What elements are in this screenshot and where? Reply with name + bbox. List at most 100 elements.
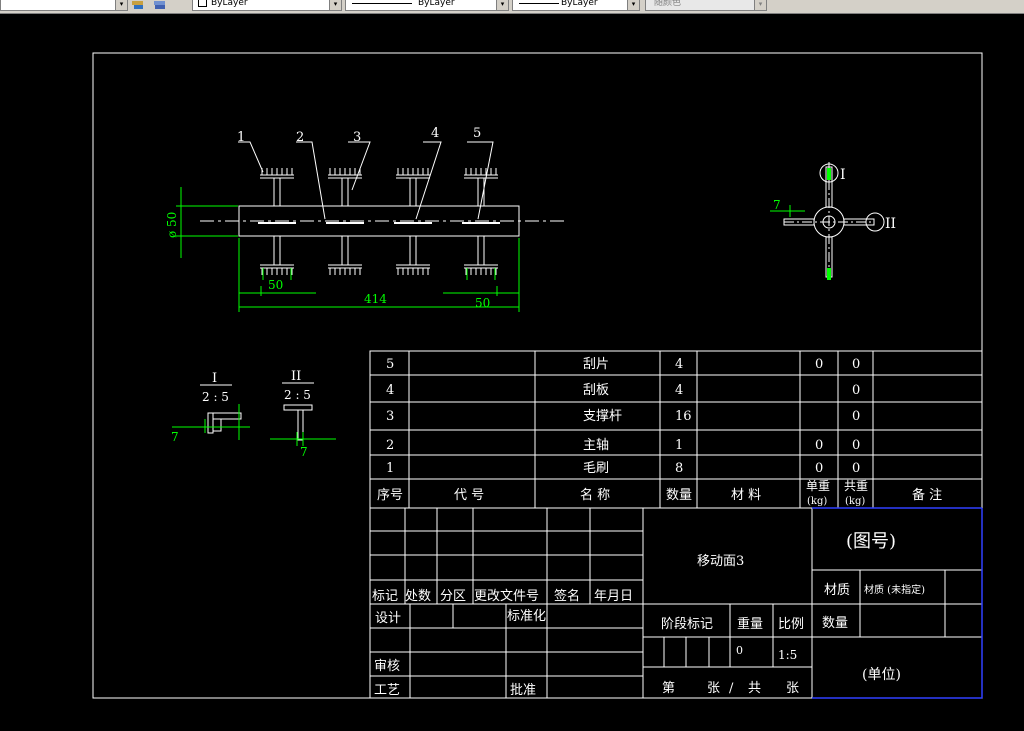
weight-value: 0 <box>736 644 743 657</box>
color-value: ByLayer <box>211 0 248 8</box>
bom-cell-qty: 4 <box>675 383 683 398</box>
chevron-down-icon[interactable]: ▾ <box>627 0 639 10</box>
scale-label: 比例 <box>778 617 804 632</box>
previous-dropdown[interactable]: ▾ <box>0 0 128 11</box>
chevron-down-icon[interactable]: ▾ <box>329 0 341 10</box>
bom-cell-unit-w: 0 <box>815 461 823 476</box>
bom-cell-qty: 1 <box>675 438 683 453</box>
sheet-text-5: 张 <box>786 681 799 696</box>
brush-assembly <box>396 168 430 275</box>
detail-view-I: I 2 : 5 7 <box>171 371 250 444</box>
model-space-canvas[interactable]: 1 2 3 4 5 ø 50 50 414 50 I <box>0 13 1024 731</box>
process-label: 工艺 <box>374 683 400 698</box>
dim-50-left: 50 <box>268 278 283 292</box>
bom-cell-unit-w: 0 <box>815 438 823 453</box>
detail-I-title: I <box>212 371 217 386</box>
scale-value: 1:5 <box>778 648 797 662</box>
sheet-text-1: 第 <box>662 681 675 696</box>
chevron-down-icon[interactable]: ▾ <box>496 0 508 10</box>
rev-date: 年月日 <box>594 589 633 604</box>
bom-cell-total-w: 0 <box>852 438 860 453</box>
properties-toolbar: ▾ ByLayer ▾ ByLayer ▾ ByLayer ▾ 随颜色 ▾ <box>0 0 1024 14</box>
bom-cell-no: 4 <box>386 383 394 398</box>
leader-lines <box>238 141 494 220</box>
detail-II-dim: 7 <box>300 445 308 459</box>
dim-7-endview: 7 <box>773 198 781 212</box>
bom-cell-no: 2 <box>386 438 394 453</box>
bom-cell-name: 毛刷 <box>583 461 609 476</box>
brush-highlight <box>262 268 496 280</box>
bom-cell-no: 5 <box>386 357 394 372</box>
plotstyle-value: 随颜色 <box>654 0 682 8</box>
hdr-name: 名 称 <box>580 487 610 503</box>
dim-50-right: 50 <box>475 296 490 310</box>
bom-cell-total-w: 0 <box>852 461 860 476</box>
unit-label: (单位) <box>862 667 901 683</box>
brush-assembly <box>260 168 294 275</box>
section-mark-I: I <box>840 167 846 183</box>
bom-cell-name: 支撑杆 <box>583 409 622 424</box>
bom-cell-no: 3 <box>386 409 394 424</box>
hdr-unit-weight: 单重 <box>806 479 830 493</box>
bom-row: 3 支撑杆 16 0 <box>386 409 860 424</box>
end-view <box>770 162 885 282</box>
part-label-4: 4 <box>431 126 439 141</box>
hdr-total-weight-unit: (kg) <box>845 496 865 507</box>
dim-diameter: ø 50 <box>165 212 179 238</box>
linetype-control[interactable]: ByLayer ▾ <box>345 0 509 11</box>
title-block: 移动面3 (图号) 材质 材质 (未指定) 数量 (单位) 标记 处数 分区 更… <box>369 507 983 699</box>
bom-cell-total-w: 0 <box>852 383 860 398</box>
detail-II-title: II <box>291 369 301 384</box>
hdr-qty: 数量 <box>666 488 692 503</box>
drawing-number: (图号) <box>846 531 896 552</box>
color-control[interactable]: ByLayer ▾ <box>192 0 342 11</box>
design-label: 设计 <box>375 611 401 626</box>
hdr-total-weight: 共重 <box>844 479 868 493</box>
drawing-name: 移动面3 <box>697 554 744 569</box>
lineweight-value: ByLayer <box>561 0 598 8</box>
plotstyle-control[interactable]: 随颜色 ▾ <box>645 0 767 11</box>
material-label: 材质 <box>824 583 850 598</box>
detail-II-scale: 2 : 5 <box>284 388 311 402</box>
bom-cell-qty: 16 <box>675 409 692 424</box>
detail-view-II: II 2 : 5 7 <box>270 369 336 459</box>
bom-cell-total-w: 0 <box>852 409 860 424</box>
layer-previous-icon[interactable] <box>152 0 168 10</box>
sheet-text-2: 张 <box>707 681 720 696</box>
standard-label: 标准化 <box>507 609 546 624</box>
rev-doc: 更改文件号 <box>474 589 539 604</box>
shaft-assembly-view <box>200 168 566 280</box>
brush-assembly <box>464 168 498 275</box>
dim-414: 414 <box>364 292 387 306</box>
part-label-3: 3 <box>353 130 361 145</box>
lineweight-control[interactable]: ByLayer ▾ <box>512 0 640 11</box>
layer-states-icon[interactable] <box>130 0 146 10</box>
rev-mark: 标记 <box>372 589 398 604</box>
quantity-label: 数量 <box>822 616 848 631</box>
bom-cell-qty: 8 <box>675 461 683 476</box>
review-label: 审核 <box>374 659 400 674</box>
material-value: 材质 (未指定) <box>864 583 925 596</box>
chevron-down-icon[interactable]: ▾ <box>754 0 766 10</box>
part-label-5: 5 <box>473 126 481 141</box>
hdr-unit-weight-unit: (kg) <box>807 496 827 507</box>
rev-zone: 分区 <box>440 589 466 604</box>
hdr-material: 材 料 <box>731 488 761 503</box>
hdr-code: 代 号 <box>454 488 484 503</box>
hdr-note: 备 注 <box>912 487 942 503</box>
bom-row: 2 主轴 1 0 0 <box>386 438 860 453</box>
bom-cell-name: 刮片 <box>583 357 609 372</box>
dimension-lines <box>176 187 520 312</box>
detail-I-scale: 2 : 5 <box>202 390 229 404</box>
sheet-text-3: / <box>729 681 734 696</box>
linetype-value: ByLayer <box>418 0 455 8</box>
sheet-text-4: 共 <box>748 681 761 696</box>
chevron-down-icon[interactable]: ▾ <box>115 0 127 10</box>
bom-header: 序号 代 号 名 称 数量 材 料 单重 (kg) 共重 (kg) 备 注 <box>377 479 942 507</box>
bom-cell-name: 刮板 <box>583 383 609 398</box>
bom-cell-name: 主轴 <box>583 438 609 453</box>
bom-row: 4 刮板 4 0 <box>386 383 860 398</box>
